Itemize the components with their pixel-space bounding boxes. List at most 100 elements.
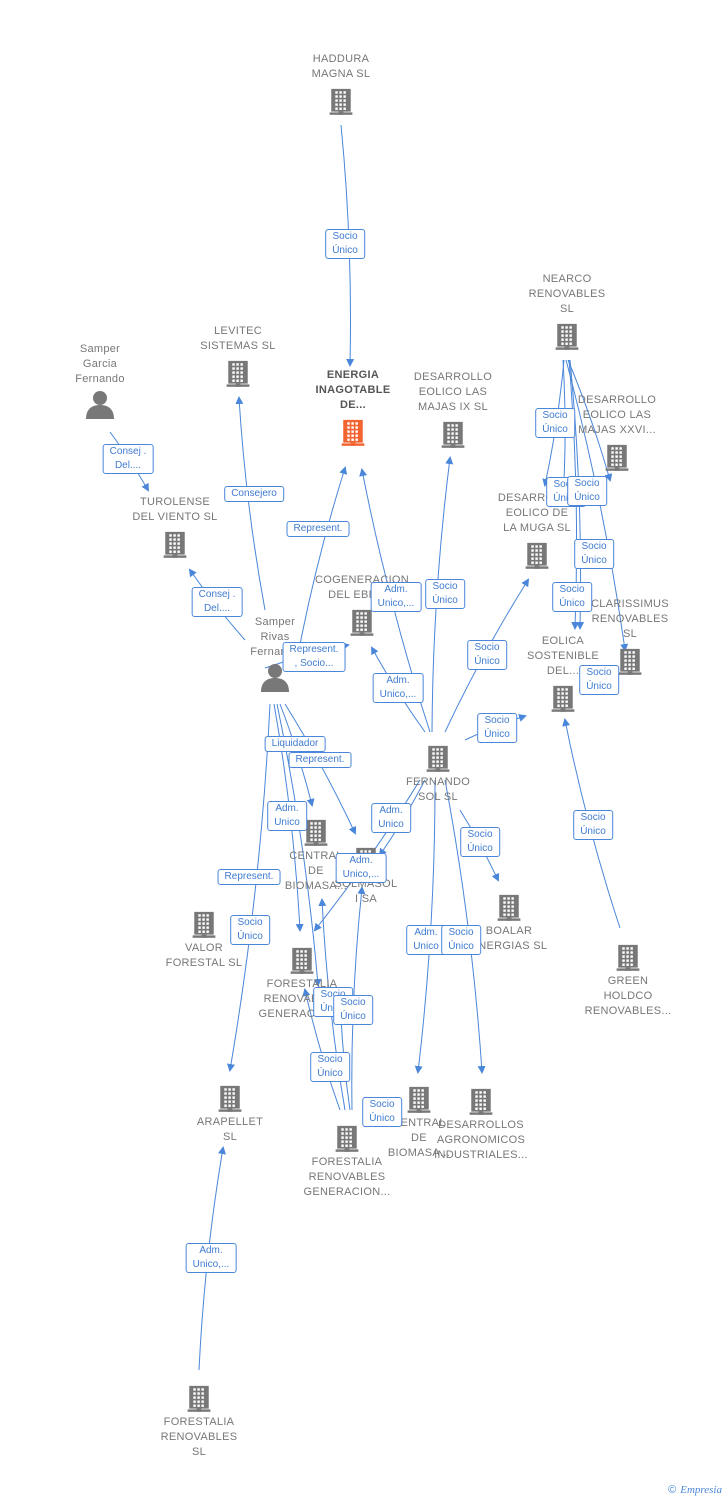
node-green-holdco-renovables[interactable]: GREEN HOLDCO RENOVABLES... — [578, 938, 678, 1019]
building-icon — [192, 911, 216, 938]
building-icon — [426, 745, 450, 772]
node-label: CLARISSIMUS RENOVABLES SL — [591, 598, 669, 640]
edge-label-samper_rivas-to-central_1: Liquidador — [264, 736, 326, 752]
edge-samper_rivas-to-arapellet — [227, 703, 271, 1072]
building-icon — [407, 1086, 431, 1113]
building-icon — [187, 1385, 211, 1412]
node-fernando-sol[interactable]: FERNANDO SOL SL — [388, 739, 488, 805]
edge-label-forestalia_gen_2-to-solmasol: Socio Único — [362, 1097, 402, 1127]
node-label: NEARCO RENOVABLES SL — [528, 273, 606, 315]
building-icon — [304, 819, 328, 846]
edge-label-forestalia_sl-to-arapellet: Adm. Unico,... — [185, 1243, 237, 1273]
building-icon — [525, 542, 549, 569]
building-icon — [616, 944, 640, 971]
node-central-de-biomasa-1[interactable]: CENTRAL DE BIOMASA... — [266, 813, 366, 894]
node-haddura-magna[interactable]: HADDURA MAGNA SL — [291, 52, 391, 118]
node-energia-inagotable-focus[interactable]: ENERGIA INAGOTABLE DE... — [303, 368, 403, 449]
brand-name: Empresia — [680, 1484, 722, 1496]
building-icon — [218, 1085, 242, 1112]
building-icon — [618, 648, 642, 675]
edge-label-nearco-to-desarrollo_xxvi: Socio Único — [567, 476, 607, 506]
node-samper-garcia-fernando[interactable]: Samper Garcia Fernando — [50, 342, 150, 419]
edge-label-fernando_sol-to-boalar: Socio Único — [460, 827, 500, 857]
node-turolense-del-viento[interactable]: TUROLENSE DEL VIENTO SL — [125, 495, 225, 561]
building-icon — [163, 531, 187, 558]
copyright-icon: © — [668, 1484, 677, 1496]
building-icon — [555, 323, 579, 350]
node-desarrollos-agronomicos[interactable]: DESARROLLOS AGRONOMICOS INDUSTRIALES... — [431, 1082, 531, 1163]
brand-footer: ©Empresia — [668, 1484, 722, 1496]
node-label: DESARROLLO EOLICO LAS MAJAS XXVI... — [577, 394, 657, 436]
edge-label-fernando_sol-to-solmasol: Adm. Unico — [371, 803, 411, 833]
node-boalar-energias[interactable]: BOALAR ENERGIAS SL — [459, 888, 559, 954]
edge-label-nearco-to-desarrollo_muga: Socio Único — [535, 408, 575, 438]
edge-label-fernando_sol-to-desarrollos_agro: Socio Único — [441, 925, 481, 955]
edge-label-fernando_sol-to-central_2: Adm. Unico — [406, 925, 446, 955]
edge-label-fernando_sol-to-eolica: Socio Único — [477, 713, 517, 743]
building-icon — [497, 894, 521, 921]
node-label: BOALAR ENERGIAS SL — [470, 925, 548, 952]
edge-label-nearco-to-eolica: Socio Único — [579, 665, 619, 695]
node-forestalia-generacion-2[interactable]: FORESTALIA RENOVABLES GENERACION... — [297, 1119, 397, 1200]
edge-label-forestalia_gen_2-to-forestalia_gen_1: Socio Único — [333, 995, 373, 1025]
node-central-de-biomasa-2[interactable]: CENTRAL DE BIOMASA... — [369, 1080, 469, 1161]
node-label: CENTRAL DE BIOMASA... — [284, 850, 348, 892]
edge-label-samper_rivas-to-forestalia_gen_1: Socio Único — [230, 915, 270, 945]
edge-label-samper_garcia-to-turolense: Consej . Del.... — [102, 444, 154, 474]
node-forestalia-renovables-sl[interactable]: FORESTALIA RENOVABLES SL — [149, 1379, 249, 1460]
building-icon — [551, 685, 575, 712]
node-label: TUROLENSE DEL VIENTO SL — [132, 496, 218, 523]
node-label: FORESTALIA RENOVABLES GENERACION... — [303, 1156, 391, 1198]
person-icon — [261, 664, 289, 692]
node-label: DESARROLLOS AGRONOMICOS INDUSTRIALES... — [434, 1119, 528, 1161]
building-icon — [290, 947, 314, 974]
node-levitec-sistemas[interactable]: LEVITEC SISTEMAS SL — [188, 324, 288, 390]
edge-label-samper_rivas-to-cogeneracion: Represent. , Socio... — [282, 642, 346, 672]
node-desarrollo-eolico-majas-xxvi[interactable]: DESARROLLO EOLICO LAS MAJAS XXVI... — [567, 393, 667, 474]
node-eolica-sostenible[interactable]: EOLICA SOSTENIBLE DEL... — [513, 634, 613, 715]
edge-label-samper_rivas-to-energia: Represent. — [286, 521, 350, 537]
node-clarissimus-renovables[interactable]: CLARISSIMUS RENOVABLES SL — [580, 597, 680, 678]
edge-label-samper_rivas-to-levitec: Consejero — [224, 486, 284, 502]
edge-label-green_holdco-to-eolica: Socio Único — [573, 810, 613, 840]
node-nearco-renovables[interactable]: NEARCO RENOVABLES SL — [517, 272, 617, 353]
edge-label-haddura-to-energia: Socio Único — [325, 229, 365, 259]
node-label: HADDURA MAGNA SL — [311, 53, 371, 80]
node-label: ARAPELLET SL — [196, 1116, 264, 1143]
node-valor-forestal[interactable]: VALOR FORESTAL SL — [154, 905, 254, 971]
building-icon — [441, 421, 465, 448]
building-icon — [605, 444, 629, 471]
node-label: ENERGIA INAGOTABLE DE... — [315, 369, 391, 411]
edge-label-forestalia_gen_2-to-forestalia_gen_1: Socio Único — [310, 1052, 350, 1082]
node-arapellet[interactable]: ARAPELLET SL — [180, 1079, 280, 1145]
node-label: DESARROLLO EOLICO LAS MAJAS IX SL — [413, 371, 493, 413]
building-icon — [329, 88, 353, 115]
edge-label-fernando_sol-to-desarrollo_ix: Socio Único — [425, 579, 465, 609]
node-desarrollo-eolico-majas-ix[interactable]: DESARROLLO EOLICO LAS MAJAS IX SL — [403, 370, 503, 451]
node-label: VALOR FORESTAL SL — [165, 942, 243, 969]
edge-forestalia_gen_2-to-forestalia_gen_1 — [302, 988, 341, 1111]
edge-label-samper_rivas-to-turolense: Consej . Del.... — [191, 587, 243, 617]
node-label: CENTRAL DE BIOMASA... — [387, 1117, 451, 1159]
node-label: Samper Garcia Fernando — [75, 343, 125, 385]
edge-label-fernando_sol-to-cogeneracion: Adm. Unico,... — [372, 673, 424, 703]
building-icon — [350, 609, 374, 636]
building-icon — [226, 360, 250, 387]
person-icon — [86, 391, 114, 419]
edge-label-samper_rivas-to-arapellet: Represent. — [217, 869, 281, 885]
edge-label-nearco-to-clarissimus: Socio Único — [574, 539, 614, 569]
edge-label-samper_rivas-to-forestalia_gen_1: Adm. Unico — [267, 801, 307, 831]
building-icon — [335, 1125, 359, 1152]
edge-label-nearco-to-eolica: Socio Único — [552, 582, 592, 612]
edge-label-fernando_sol-to-desarrollo_muga: Socio Único — [467, 640, 507, 670]
edge-nearco-to-desarrollo_xxvi — [567, 359, 613, 482]
edge-label-fernando_sol-to-energia: Adm. Unico,... — [370, 582, 422, 612]
node-label: LEVITEC SISTEMAS SL — [200, 325, 276, 352]
edge-label-samper_rivas-to-solmasol: Represent. — [288, 752, 352, 768]
node-label: FERNANDO SOL SL — [405, 776, 471, 803]
building-icon-highlighted — [341, 419, 365, 446]
edge-label-fernando_sol-to-forestalia_gen_1: Adm. Unico,... — [335, 853, 387, 883]
edge-samper_rivas-to-energia — [296, 466, 348, 661]
